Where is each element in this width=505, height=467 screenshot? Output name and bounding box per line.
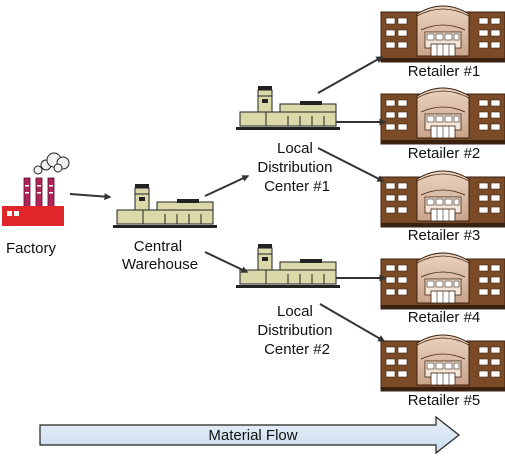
distribution-center-2-label: Local Distribution Center #2 [257,303,336,358]
retailer-5-icon [380,334,505,392]
distribution-center-2-icon [235,243,341,289]
retailer-2-icon [380,87,505,145]
arrow-dc2-to-retailer-5 [319,303,386,342]
retailer-4-label: Retailer #4 [408,309,481,326]
arrow-dc1-to-retailer-1 [317,56,384,94]
arrow-warehouse-to-dc1 [204,175,250,197]
retailer-2-label: Retailer #2 [408,145,481,162]
distribution-center-1-label: Local Distribution Center #1 [257,140,336,195]
arrow-warehouse-to-dc2 [204,251,249,273]
arrow-factory-to-warehouse [69,193,112,201]
material-flow-arrow [39,415,460,455]
distribution-center-1-icon [235,85,341,131]
retailer-3-icon [380,170,505,228]
central-warehouse-label: Central Warehouse [122,238,198,273]
retailer-5-label: Retailer #5 [408,392,481,409]
factory-label: Factory [6,240,57,257]
central-warehouse-icon [112,183,218,229]
material-flow-label: Material Flow [208,427,297,444]
retailer-4-icon [380,252,505,310]
retailer-1-label: Retailer #1 [408,63,481,80]
retailer-1-icon [380,5,505,63]
factory-icon [2,152,70,226]
arrow-dc1-to-retailer-3 [317,147,385,182]
retailer-3-label: Retailer #3 [408,227,481,244]
